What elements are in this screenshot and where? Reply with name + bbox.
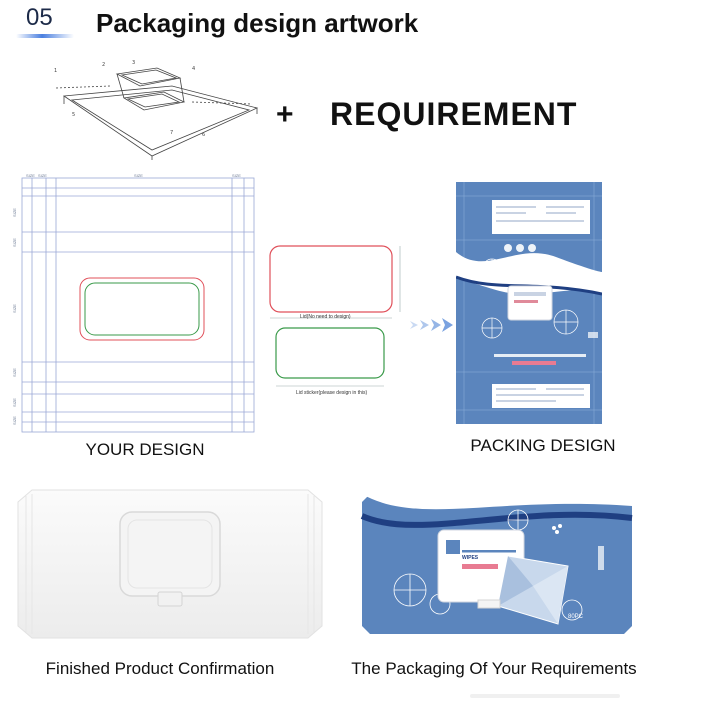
- arrow-right-icon: [410, 316, 454, 334]
- dieline-top-label: SIZE: [134, 173, 143, 178]
- dieline-side-label: SIZE: [11, 416, 17, 425]
- bottom-shadow: [470, 694, 620, 698]
- requirements-caption: The Packaging Of Your Requirements: [351, 659, 637, 678]
- step-underline: [16, 34, 74, 38]
- dieline-side-label: SIZE: [11, 208, 17, 217]
- dieline-top-label: SIZE: [26, 173, 35, 178]
- svg-text:2: 2: [102, 62, 105, 68]
- lid-label: Lid(No need to design): [300, 314, 351, 320]
- plus-sign: +: [276, 98, 294, 131]
- dieline-top-label: SIZE: [38, 173, 47, 178]
- packing-design-artwork: [456, 182, 602, 424]
- technical-drawing: 1 2 3 4 5 6 7: [52, 56, 262, 161]
- dieline-side-label: SIZE: [11, 238, 17, 247]
- svg-text:4: 4: [192, 66, 195, 72]
- lid-diagram: Lid(No need to design) Lid sticker(pleas…: [266, 240, 406, 400]
- dieline-side-label: SIZE: [11, 368, 17, 377]
- requirement-label: REQUIREMENT: [330, 96, 578, 132]
- dieline-side-label: SIZE: [11, 398, 17, 407]
- svg-text:6: 6: [202, 132, 205, 138]
- svg-text:5: 5: [72, 112, 75, 118]
- page-title: Packaging design artwork: [96, 8, 419, 38]
- dieline-top-label: SIZE: [232, 173, 241, 178]
- svg-text:7: 7: [170, 130, 173, 136]
- step-number: 05: [26, 4, 53, 31]
- svg-text:3: 3: [132, 60, 135, 66]
- dieline-template: SIZE SIZE SIZE SIZE SIZE SIZE SIZE SIZE …: [10, 172, 260, 434]
- lid-sticker-label: Lid sticker(please design in this): [296, 390, 368, 396]
- requirements-pack: WIPES 80PC: [358, 486, 638, 638]
- pack-count: 80PC: [568, 614, 584, 620]
- finished-product-pack: [12, 484, 328, 644]
- svg-text:1: 1: [54, 68, 57, 74]
- dieline-side-label: SIZE: [11, 304, 17, 313]
- your-design-caption: YOUR DESIGN: [85, 440, 205, 459]
- finished-product-caption: Finished Product Confirmation: [45, 659, 275, 678]
- wipes-label: WIPES: [462, 555, 479, 561]
- packing-design-caption: PACKING DESIGN: [470, 436, 616, 455]
